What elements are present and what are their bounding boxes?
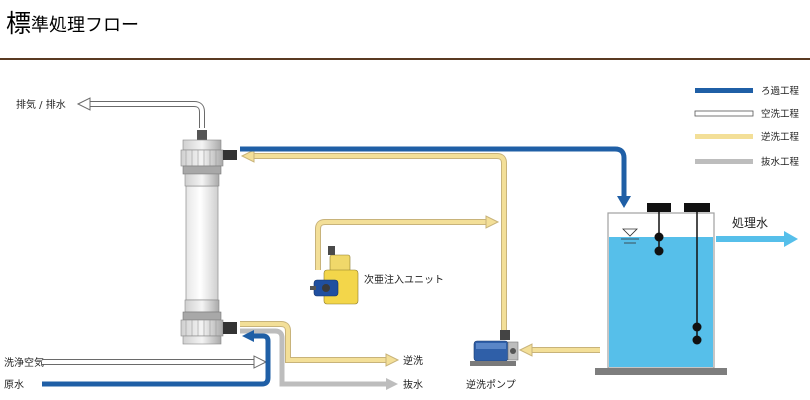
exhaust-valve — [197, 130, 207, 142]
pipe-tank-to-pump — [518, 343, 600, 357]
module-top-fitting — [223, 150, 237, 160]
pipe-wash-air — [42, 355, 268, 369]
pipe-backwash-out — [240, 321, 400, 367]
pipe-treated-water-out — [716, 231, 798, 247]
label-backwash-pump: 逆洗ポンプ — [466, 378, 516, 391]
tank-base — [595, 368, 727, 375]
label-backwash-out: 逆洗 — [403, 354, 423, 367]
legend-label-backwash: 逆洗工程 — [761, 131, 800, 143]
legend: ろ過工程 空洗工程 逆洗工程 抜水工程 — [694, 85, 800, 168]
label-treated-water: 処理水 — [732, 216, 768, 230]
legend-swatch-backwash — [695, 134, 753, 139]
pipe-filtrate — [240, 146, 631, 208]
legend-swatch-filtration — [695, 88, 753, 93]
backwash-pump — [470, 330, 519, 366]
legend-label-air-wash: 空洗工程 — [761, 108, 800, 120]
label-raw-water: 原水 — [4, 379, 24, 391]
title-divider — [0, 58, 810, 60]
membrane-module — [180, 139, 237, 345]
page-title: 標 準処理フロー — [6, 9, 139, 38]
level-switch-1 — [647, 203, 671, 212]
level-switch-2 — [684, 203, 710, 212]
hypo-dosing-unit — [310, 246, 359, 305]
tank-water — [609, 237, 713, 367]
legend-swatch-drain — [695, 159, 753, 164]
label-wash-air: 洗浄空気 — [4, 356, 44, 369]
module-body — [185, 185, 219, 301]
legend-label-filtration: ろ過工程 — [761, 85, 800, 97]
label-exhaust: 排気 / 排水 — [16, 98, 66, 111]
page-title-rest: 準処理フロー — [31, 15, 139, 36]
treated-water-tank — [595, 203, 727, 375]
module-bottom-fitting — [223, 322, 237, 334]
pipe-backwash-supply — [240, 149, 507, 334]
pipe-hypo-injection — [315, 215, 500, 270]
pipe-drain-out — [240, 328, 398, 390]
legend-label-drain: 抜水工程 — [761, 156, 800, 168]
label-hypo-unit: 次亜注入ユニット — [364, 273, 444, 286]
label-drain-out: 抜水 — [403, 378, 423, 391]
pipe-exhaust — [76, 97, 207, 142]
page-title-main: 標 — [6, 9, 31, 38]
pipe-raw-water — [42, 330, 271, 387]
legend-swatch-air-wash — [694, 110, 754, 117]
water-level-marker-icon — [622, 228, 638, 237]
